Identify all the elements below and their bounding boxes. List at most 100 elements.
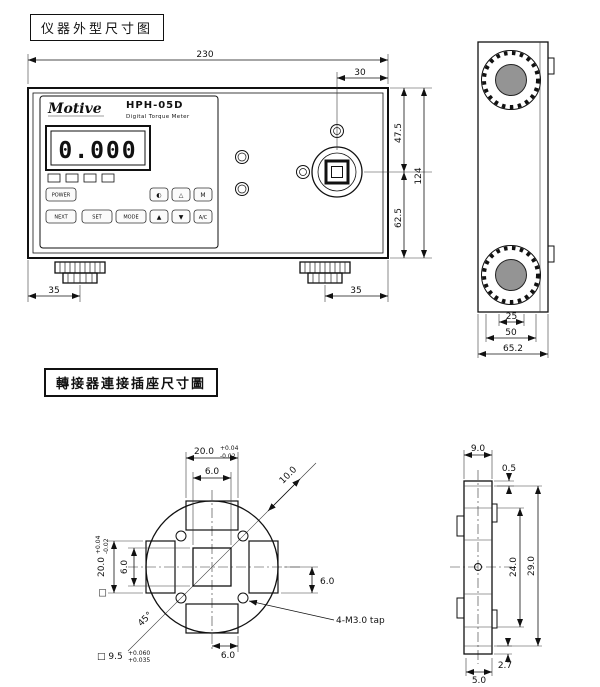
dim-profile-width: 9.0 xyxy=(463,444,493,479)
front-panel: Motive HPH-05D Digital Torque Meter 0.00… xyxy=(39,95,219,249)
dim-step-label: 2.7 xyxy=(498,661,512,671)
socket-profile-view: 9.0 0.5 29.0 24.0 xyxy=(450,444,542,686)
triangle-icon-button[interactable]: △ xyxy=(171,187,191,202)
dim-base-width-label: 5.0 xyxy=(472,676,487,686)
dim-slot-width-right-label: 6.0 xyxy=(320,577,335,587)
dim-inner-height: 24.0 xyxy=(497,507,524,628)
dim-profile-width-label: 9.0 xyxy=(471,444,486,454)
clear-button-label: A/C xyxy=(199,215,208,221)
foot-left xyxy=(54,261,106,284)
down-arrow-button[interactable]: ▼ xyxy=(171,209,191,224)
dim-foot-left: 35 xyxy=(27,260,81,302)
power-button-label: POWER xyxy=(52,193,71,199)
dim-overall-width-label: 230 xyxy=(196,50,213,60)
dim-step: 2.7 xyxy=(494,638,512,671)
dim-angle-label: 45° xyxy=(136,610,154,628)
knob-icon[interactable] xyxy=(481,50,541,110)
torque-socket xyxy=(235,124,363,198)
side-dimensions: 25 50 65.2 xyxy=(477,312,549,358)
dim-socket-to-bottom: 62.5 xyxy=(390,172,432,259)
button-row-2: NEXT SET MODE ▲ ▼ xyxy=(45,209,213,224)
dim-slot-width-top-label: 6.0 xyxy=(205,467,220,477)
dim-slot-width-bottom: 6.0 xyxy=(212,636,239,661)
dim-slot-length-top: 20.0 +0.04 -0.02 xyxy=(185,445,239,498)
dim-slot-width-right: 6.0 xyxy=(281,566,335,594)
dim-slot-length-tol-plus: +0.04 xyxy=(220,445,239,452)
dim-socket-offset: 30 xyxy=(336,68,388,150)
dim-top-to-socket-label: 47.5 xyxy=(394,123,404,143)
dim-top-to-socket: 47.5 xyxy=(364,87,432,173)
set-button-label: SET xyxy=(92,215,102,221)
memory-button[interactable]: M xyxy=(193,187,213,202)
front-view: Motive HPH-05D Digital Torque Meter 0.00… xyxy=(27,50,432,302)
dim-foot-left-label: 35 xyxy=(48,286,59,296)
dim-overall-height: 124 xyxy=(414,88,427,258)
clear-button[interactable]: A/C xyxy=(193,209,213,224)
indicator-icons xyxy=(47,173,115,183)
up-arrow-button[interactable]: ▲ xyxy=(149,209,169,224)
dim-square-hole: □ 9.5 +0.060 +0.035 xyxy=(97,650,150,664)
dim-slot-length-v-tol-minus: -0.02 xyxy=(103,538,110,554)
half-moon-icon-button[interactable]: ◐ xyxy=(149,187,169,202)
dim-lip: 0.5 xyxy=(494,464,516,494)
down-arrow-icon: ▼ xyxy=(179,214,184,221)
next-button-label: NEXT xyxy=(54,215,68,221)
dim-slot-length-label: 20.0 xyxy=(194,447,214,457)
screw-icon xyxy=(235,150,249,164)
dim-square-hole-tol-minus: +0.035 xyxy=(128,657,150,664)
socket-dimensions: 20.0 +0.04 -0.02 6.0 10.0 20.0 +0. xyxy=(95,445,385,664)
dim-angle: 45° xyxy=(136,610,154,628)
knob-icon[interactable] xyxy=(481,245,541,305)
dim-outer-height-label: 29.0 xyxy=(527,556,537,576)
dim-outer-height: 29.0 xyxy=(497,485,542,647)
dim-square-hole-tol-plus: +0.060 xyxy=(128,650,150,657)
dim-slot-width-top: 6.0 xyxy=(192,467,232,545)
power-button[interactable]: POWER xyxy=(45,187,77,202)
dim-slot-width-left: 6.0 xyxy=(120,547,190,587)
tap-note-label: 4-M3.0 tap xyxy=(336,616,385,626)
dim-slot-width-left-label: 6.0 xyxy=(120,560,130,575)
half-moon-icon: ◐ xyxy=(156,192,161,199)
model-subtitle: Digital Torque Meter xyxy=(126,114,190,120)
dim-socket-offset-label: 30 xyxy=(354,68,366,78)
screw-icon xyxy=(235,182,249,196)
dim-lip-label: 0.5 xyxy=(502,464,516,474)
dim-socket-to-bottom-label: 62.5 xyxy=(394,208,404,228)
dim-mid-width: 50 xyxy=(485,314,537,342)
dim-slot-length-left: 20.0 +0.04 -0.02 □ xyxy=(95,535,143,597)
screw-icon xyxy=(296,165,310,179)
set-button[interactable]: SET xyxy=(81,209,113,224)
dim-overall-depth-label: 65.2 xyxy=(503,344,523,354)
dim-overall-height-label: 124 xyxy=(414,167,424,184)
model-label: HPH-05D xyxy=(126,100,183,111)
dim-slot-width-bottom-label: 6.0 xyxy=(221,651,236,661)
socket-face-view: 20.0 +0.04 -0.02 6.0 10.0 20.0 +0. xyxy=(95,445,385,664)
dim-square-hole-label: □ 9.5 xyxy=(97,652,123,662)
lcd-display: 0.000 xyxy=(45,125,151,171)
dim-inner-height-label: 24.0 xyxy=(509,557,519,577)
dim-overall-width: 230 xyxy=(27,50,389,84)
side-view: 25 50 65.2 xyxy=(477,41,555,358)
foot-right xyxy=(299,261,351,284)
dim-slot-length-tol-minus: -0.02 xyxy=(220,453,236,460)
dim-overall-depth: 65.2 xyxy=(477,314,549,358)
display-value: 0.000 xyxy=(58,138,137,164)
tap-hole-icon xyxy=(175,530,249,604)
dim-base-width: 5.0 xyxy=(465,658,493,686)
dim-slot-length-v-label: 20.0 xyxy=(97,557,107,577)
next-button[interactable]: NEXT xyxy=(45,209,77,224)
mode-button[interactable]: MODE xyxy=(115,209,147,224)
dim-mid-width-label: 50 xyxy=(505,328,517,338)
section1-title: 仪器外型尺寸图 xyxy=(30,14,165,41)
front-dimensions: 230 30 47.5 62.5 124 xyxy=(27,50,432,302)
dim-slot-length-v-tol-plus: +0.04 xyxy=(95,535,102,554)
up-arrow-icon: ▲ xyxy=(157,214,162,221)
brand-logo: Motive xyxy=(47,101,102,117)
mode-button-label: MODE xyxy=(123,215,138,221)
triangle-icon: △ xyxy=(179,192,184,199)
dim-diagonal-offset: 10.0 xyxy=(267,465,301,512)
dim-foot-right-label: 35 xyxy=(350,286,361,296)
dim-foot-right: 35 xyxy=(324,260,389,302)
device-body xyxy=(27,87,389,259)
